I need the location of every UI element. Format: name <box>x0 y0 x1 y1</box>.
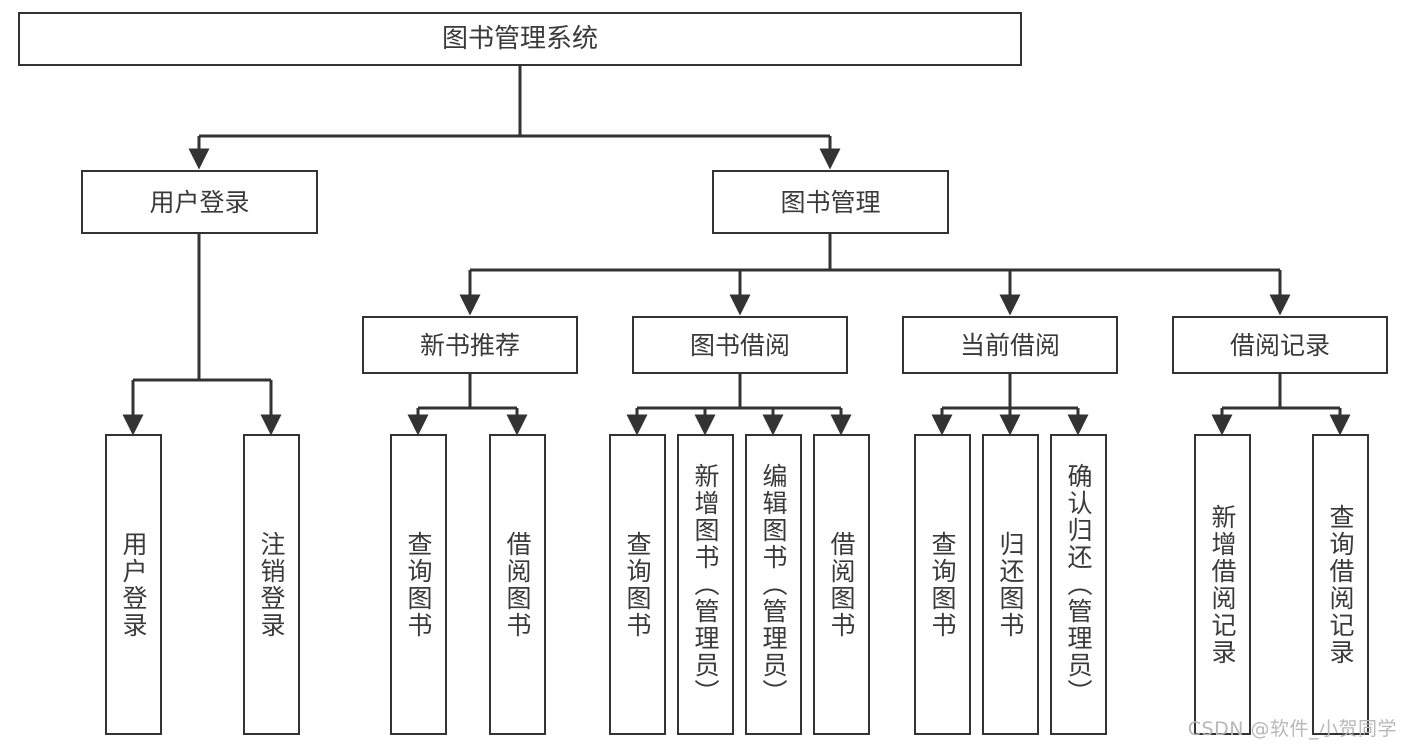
node-label: 查询图书 <box>928 530 957 639</box>
node-label: 图书借阅 <box>689 330 790 360</box>
node-label: 确认归还（管理员） <box>1064 463 1093 706</box>
node-leaf-current-borrow-1[interactable]: 查询图书 <box>914 434 971 735</box>
node-book-borrow[interactable]: 图书借阅 <box>632 316 848 374</box>
node-label: 归还图书 <box>996 530 1025 639</box>
node-label: 借阅图书 <box>827 530 856 639</box>
watermark-text: CSDN @软件_小贺同学 <box>1187 718 1397 740</box>
node-label: 当前借阅 <box>959 330 1060 360</box>
node-root-system[interactable]: 图书管理系统 <box>18 12 1022 66</box>
node-current-borrow[interactable]: 当前借阅 <box>902 316 1118 374</box>
node-label: 用户登录 <box>149 187 250 217</box>
node-leaf-book-borrow-3[interactable]: 编辑图书（管理员） <box>745 434 802 735</box>
node-leaf-current-borrow-3[interactable]: 确认归还（管理员） <box>1050 434 1107 735</box>
node-label: 查询借阅记录 <box>1326 503 1355 666</box>
node-label: 图书管理 <box>780 187 881 217</box>
node-label: 编辑图书（管理员） <box>759 463 788 706</box>
node-label: 新书推荐 <box>419 330 520 360</box>
node-leaf-borrow-record-2[interactable]: 查询借阅记录 <box>1312 434 1369 735</box>
node-leaf-new-book-2[interactable]: 借阅图书 <box>489 434 546 735</box>
node-label: 注销登录 <box>257 530 286 639</box>
node-label: 新增借阅记录 <box>1208 503 1237 666</box>
node-label: 新增图书（管理员） <box>691 463 720 706</box>
node-leaf-user-login-2[interactable]: 注销登录 <box>243 434 300 735</box>
node-leaf-new-book-1[interactable]: 查询图书 <box>390 434 447 735</box>
node-label: 用户登录 <box>119 530 148 639</box>
node-leaf-book-borrow-4[interactable]: 借阅图书 <box>813 434 870 735</box>
node-label: 借阅图书 <box>503 530 532 639</box>
node-new-book-recommend[interactable]: 新书推荐 <box>362 316 578 374</box>
node-label: 借阅记录 <box>1229 330 1330 360</box>
node-user-login[interactable]: 用户登录 <box>81 170 318 234</box>
node-label: 图书管理系统 <box>441 23 598 54</box>
node-book-management[interactable]: 图书管理 <box>712 170 949 234</box>
node-borrow-record[interactable]: 借阅记录 <box>1172 316 1388 374</box>
node-label: 查询图书 <box>623 530 652 639</box>
node-leaf-current-borrow-2[interactable]: 归还图书 <box>982 434 1039 735</box>
node-leaf-user-login-1[interactable]: 用户登录 <box>105 434 162 735</box>
node-leaf-book-borrow-1[interactable]: 查询图书 <box>609 434 666 735</box>
node-leaf-borrow-record-1[interactable]: 新增借阅记录 <box>1194 434 1251 735</box>
node-leaf-book-borrow-2[interactable]: 新增图书（管理员） <box>677 434 734 735</box>
node-label: 查询图书 <box>404 530 433 639</box>
